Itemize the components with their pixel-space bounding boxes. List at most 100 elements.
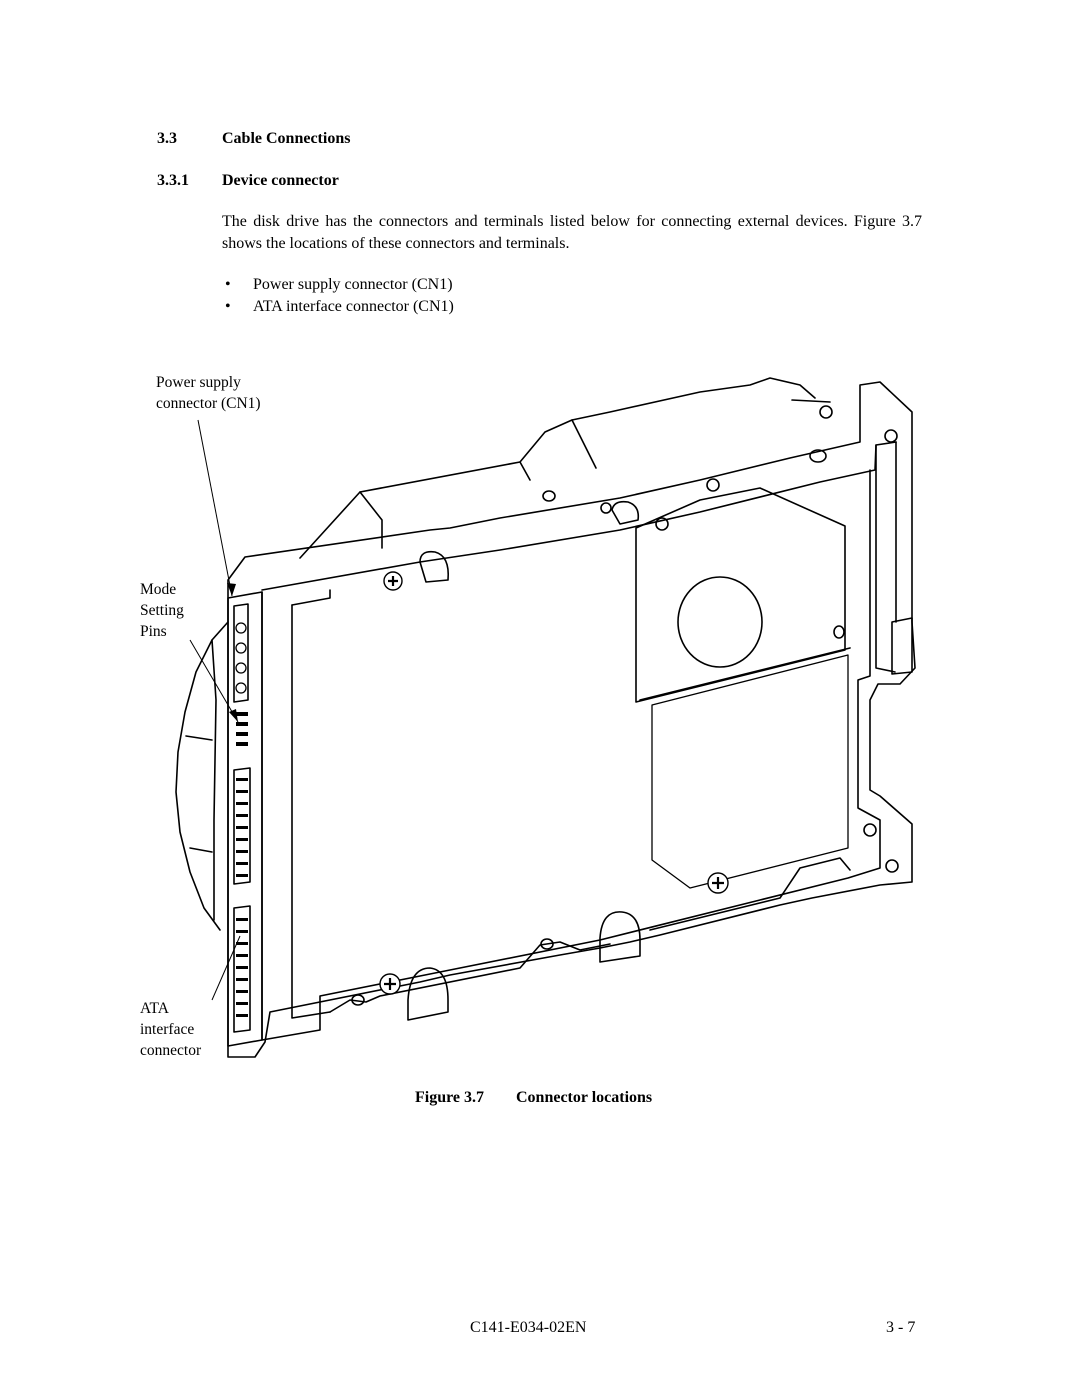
- screw-hole: [541, 939, 553, 949]
- mounting-post: [408, 968, 448, 1020]
- screw-hole: [656, 518, 668, 530]
- document-id: C141-E034-02EN: [470, 1319, 587, 1336]
- callout-text: Pins: [140, 623, 167, 640]
- frame-inner-edge: [876, 445, 895, 672]
- callout-ata-interface: ATA interface connector: [140, 998, 201, 1061]
- frame-inner-edge: [262, 442, 896, 590]
- screw-icon: [380, 974, 400, 994]
- spindle-disc: [678, 577, 762, 667]
- connector-pin: [236, 814, 248, 817]
- callout-mode-setting-pins: Mode Setting Pins: [140, 579, 184, 642]
- tray-inner-edge: [292, 590, 330, 605]
- connector-pin: [236, 732, 248, 736]
- arrow-head-icon: [229, 709, 238, 722]
- tray-cutout: [652, 655, 848, 888]
- list-item-text: Power supply connector (CN1): [253, 276, 453, 293]
- connector-pin: [236, 978, 248, 981]
- connector-block-inner: [234, 906, 250, 1032]
- connector-pin: [236, 838, 248, 841]
- connector-pin: [236, 722, 248, 726]
- callout-text: interface: [140, 1021, 195, 1038]
- figure-caption-title: Connector locations: [516, 1089, 653, 1106]
- pcb-plate: [636, 488, 845, 702]
- top-cover-outline: [300, 378, 815, 558]
- leader-line: [212, 936, 240, 1000]
- callout-power-supply: Power supply connector (CN1): [156, 372, 261, 414]
- connector-pin: [236, 712, 248, 716]
- connector-pin: [236, 942, 248, 945]
- connector-block: [228, 592, 262, 1046]
- screw-hole: [601, 503, 611, 513]
- frame-outline: [228, 382, 915, 1057]
- connector-pin: [236, 918, 248, 921]
- list-item: • Power supply connector (CN1): [225, 274, 454, 296]
- screw-hole: [820, 406, 832, 418]
- screw-icon: [708, 873, 728, 893]
- side-housing: [176, 622, 228, 930]
- side-housing: [186, 736, 212, 740]
- connector-pin: [236, 862, 248, 865]
- connector-pin: [236, 954, 248, 957]
- connector-pin: [236, 826, 248, 829]
- side-tab: [892, 618, 912, 674]
- connector-pin: [236, 1014, 248, 1017]
- connector-pin: [236, 802, 248, 805]
- connector-pin: [236, 990, 248, 993]
- callout-text: Setting: [140, 602, 184, 619]
- screw-hole: [810, 450, 826, 462]
- callout-text: ATA: [140, 1000, 169, 1017]
- screw-icon: [384, 572, 402, 590]
- list-item-text: ATA interface connector (CN1): [253, 298, 454, 315]
- connector-pin: [236, 1002, 248, 1005]
- bottom-rail: [330, 942, 610, 1012]
- intro-paragraph: The disk drive has the connectors and te…: [222, 213, 922, 252]
- mode-pin: [236, 623, 246, 633]
- connector-pin: [236, 742, 248, 746]
- screw-hole: [864, 824, 876, 836]
- connector-pin: [236, 874, 248, 877]
- page-number: 3 - 7: [886, 1319, 916, 1336]
- callout-text: connector (CN1): [156, 395, 261, 412]
- subsection-title: Device connector: [222, 172, 339, 189]
- mode-pin: [236, 683, 246, 693]
- top-cover-detail: [792, 400, 830, 402]
- screw-hole: [707, 479, 719, 491]
- tray-outline: [262, 470, 880, 1040]
- mode-pin: [236, 663, 246, 673]
- connector-block-inner: [234, 768, 250, 884]
- mounting-post: [612, 502, 638, 524]
- connector-pin: [236, 790, 248, 793]
- list-item: • ATA interface connector (CN1): [225, 296, 454, 318]
- connector-block-inner: [234, 604, 248, 702]
- figure-caption-label: Figure 3.7: [415, 1089, 485, 1106]
- arrow-head-icon: [227, 583, 236, 596]
- tray-inner-edge: [292, 605, 330, 1018]
- side-housing: [190, 848, 212, 852]
- mounting-post: [600, 912, 640, 962]
- mode-pin: [236, 643, 246, 653]
- connector-pin: [236, 966, 248, 969]
- side-housing: [212, 640, 216, 920]
- screw-hole: [543, 491, 555, 501]
- connector-pin: [236, 850, 248, 853]
- leader-line: [190, 640, 238, 722]
- subsection-number: 3.3.1: [157, 172, 189, 189]
- leader-line: [198, 420, 232, 596]
- mounting-post: [420, 552, 448, 582]
- bullet-icon: •: [225, 298, 231, 315]
- top-cover-ridge: [360, 492, 382, 548]
- screw-hole: [885, 430, 897, 442]
- bullet-icon: •: [225, 276, 231, 293]
- section-number: 3.3: [157, 130, 177, 147]
- callout-text: connector: [140, 1042, 202, 1059]
- connector-pin: [236, 930, 248, 933]
- callout-text: Power supply: [156, 374, 241, 391]
- top-cover-ridge: [572, 420, 596, 468]
- callout-text: Mode: [140, 581, 177, 598]
- connector-pin: [236, 778, 248, 781]
- pcb-plate-edge: [640, 648, 850, 700]
- section-title: Cable Connections: [222, 130, 351, 147]
- screw-hole: [834, 626, 844, 638]
- screw-hole: [886, 860, 898, 872]
